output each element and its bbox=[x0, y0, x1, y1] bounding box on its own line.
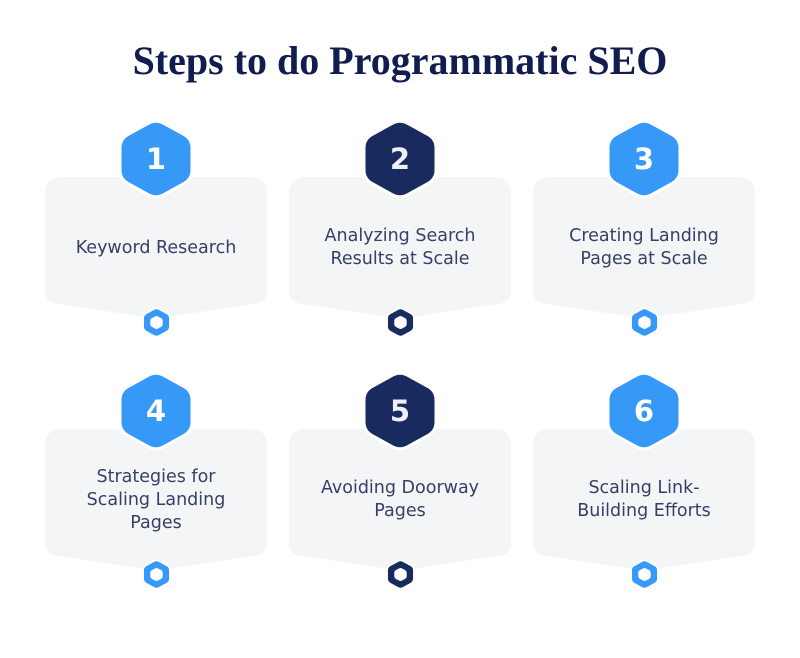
hexagon-ring-icon bbox=[629, 307, 659, 338]
step-number: 3 bbox=[633, 142, 655, 176]
step-title: Scaling Link- Building Efforts bbox=[577, 478, 711, 521]
step-number: 1 bbox=[145, 142, 167, 176]
step-card-3: 3 Creating Landing Pages at Scale bbox=[533, 119, 755, 341]
step-card-1: 1 Keyword Research bbox=[45, 119, 267, 341]
hexagon-ring-icon bbox=[629, 559, 659, 590]
step-number: 4 bbox=[145, 394, 167, 428]
step-number: 2 bbox=[389, 142, 411, 176]
step-card-5: 5 Avoiding Doorway Pages bbox=[289, 371, 511, 593]
step-title: Strategies for Scaling Landing Pages bbox=[86, 466, 226, 533]
step-title: Keyword Research bbox=[75, 237, 237, 258]
step-card-2: 2 Analyzing Search Results at Scale bbox=[289, 119, 511, 341]
step-title: Avoiding Doorway Pages bbox=[320, 478, 480, 521]
page-title: Steps to do Programmatic SEO bbox=[132, 38, 668, 83]
step-number: 5 bbox=[389, 394, 411, 428]
hexagon-ring-icon bbox=[385, 559, 415, 590]
step-card-6: 6 Scaling Link- Building Efforts bbox=[533, 371, 755, 593]
hexagon-ring-icon bbox=[141, 307, 171, 338]
step-card-4: 4 Strategies for Scaling Landing Pages bbox=[45, 371, 267, 593]
step-title: Creating Landing Pages at Scale bbox=[569, 226, 719, 269]
hexagon-ring-icon bbox=[385, 307, 415, 338]
hexagon-ring-icon bbox=[141, 559, 171, 590]
step-number: 6 bbox=[633, 394, 655, 428]
step-title: Analyzing Search Results at Scale bbox=[324, 226, 476, 269]
